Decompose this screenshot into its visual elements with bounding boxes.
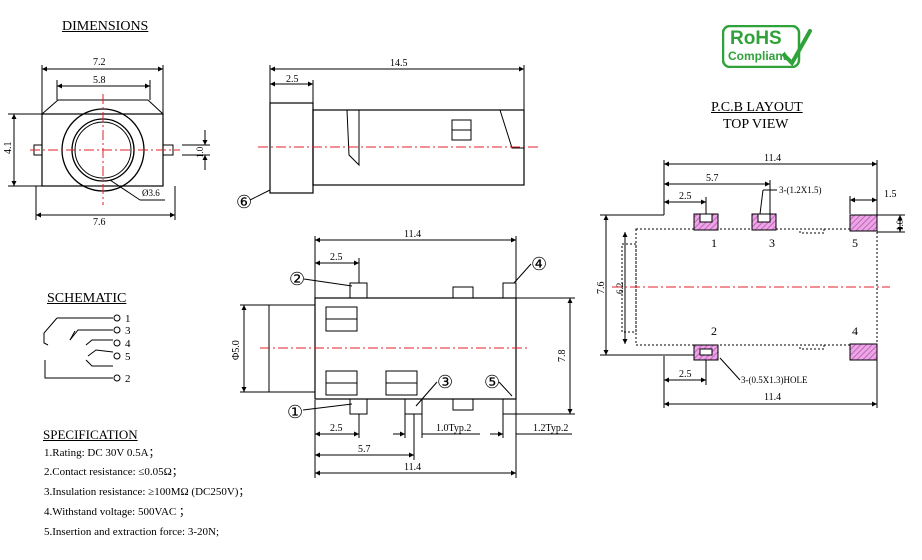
bottom-offset-bottom: 2.5 [330, 423, 343, 434]
pcb-top-slot: 3-(1.2X1.5) [779, 185, 822, 195]
pcb-layout-heading: P.C.B LAYOUT [711, 100, 803, 115]
side-length: 14.5 [390, 58, 408, 69]
side-view [249, 65, 525, 201]
schematic-pin-4: 4 [125, 338, 131, 350]
front-pin-offset: 1.0 [195, 146, 205, 158]
front-height: 4.1 [3, 142, 14, 155]
callout-3: ③ [437, 372, 453, 392]
front-width-inner: 5.8 [93, 75, 106, 86]
callout-2: ② [289, 269, 305, 289]
front-width-total: 7.6 [93, 217, 106, 228]
callout-1: ① [287, 402, 303, 422]
bottom-length-bottom: 11.4 [404, 462, 421, 473]
pcb-slot-1 [699, 213, 713, 223]
schematic-pin-1: 1 [125, 313, 131, 325]
pcb-slot-3 [757, 213, 771, 223]
pcb-pad-label-2: 2 [711, 324, 717, 338]
pcb-pitch: 5.7 [706, 173, 719, 184]
front-width-outer: 7.2 [93, 57, 106, 68]
spec-insulation-resistance: 3.Insulation resistance: ≥100MΩ (DC250V)… [44, 486, 250, 498]
bottom-height: 7.8 [557, 350, 568, 363]
rohs-badge-icon [721, 24, 812, 69]
callout-6: ⑥ [236, 192, 252, 212]
schematic-pin-5: 5 [125, 351, 131, 363]
spec-insertion-force: 5.Insertion and extraction force: 3-20N; [44, 526, 220, 538]
rohs-logo: RoHS Compliant [721, 24, 812, 69]
dimensions-heading: DIMENSIONS [62, 19, 149, 34]
bottom-offset-top: 2.5 [330, 252, 343, 263]
front-view [8, 65, 210, 220]
pcb-pad-label-5: 5 [852, 236, 858, 250]
front-hole: Ø3.6 [142, 188, 160, 198]
pcb-length-bottom: 11.4 [764, 392, 781, 403]
spec-rating: 1.Rating: DC 30V 0.5A； [44, 447, 160, 459]
callout-5: ⑤ [484, 372, 500, 392]
callout-4: ④ [531, 254, 547, 274]
bottom-diameter: Φ5.0 [231, 340, 242, 360]
spec-contact-resistance: 2.Contact resistance: ≤0.05Ω； [44, 466, 183, 478]
pcb-hole-2 [699, 348, 713, 356]
pcb-pad-label-3: 3 [769, 236, 775, 250]
schematic-heading: SCHEMATIC [47, 291, 127, 306]
pcb-pad-5 [849, 214, 878, 232]
pcb-pad-label-4: 4 [852, 324, 858, 338]
pcb-length-top: 11.4 [764, 153, 781, 164]
pcb-pad-4 [849, 343, 878, 361]
specification-heading: SPECIFICATION [43, 427, 138, 442]
schematic-symbol [43, 314, 121, 382]
pcb-offset-bottom: 2.5 [679, 369, 692, 380]
rohs-text: RoHS [730, 28, 782, 49]
pcb-bottom-hole: 3-(0.5X1.3)HOLE [741, 375, 808, 385]
schematic-pin-2: 2 [125, 373, 131, 385]
pcb-body-height: 7.6 [596, 282, 607, 295]
bottom-pitch: 5.7 [358, 444, 371, 455]
bottom-pin-width: 1.0Typ.2 [436, 423, 471, 434]
pcb-pad-width: 1.5 [884, 189, 897, 200]
pcb-inner-height: 6.2 [615, 283, 625, 294]
pcb-pad-height: 1.0 [895, 219, 905, 231]
compliant-text: Compliant [728, 49, 787, 63]
side-shoulder: 2.5 [286, 74, 299, 85]
pcb-offset: 2.5 [679, 191, 692, 202]
pcb-pad-label-1: 1 [711, 236, 717, 250]
bottom-pin-width-right: 1.2Typ.2 [533, 423, 568, 434]
spec-withstand-voltage: 4.Withstand voltage: 500VAC ； [44, 506, 191, 518]
pcb-layout [600, 160, 905, 408]
schematic-pin-3: 3 [125, 325, 131, 337]
top-view-heading: TOP VIEW [723, 117, 789, 132]
bottom-length-top: 11.4 [404, 229, 421, 240]
